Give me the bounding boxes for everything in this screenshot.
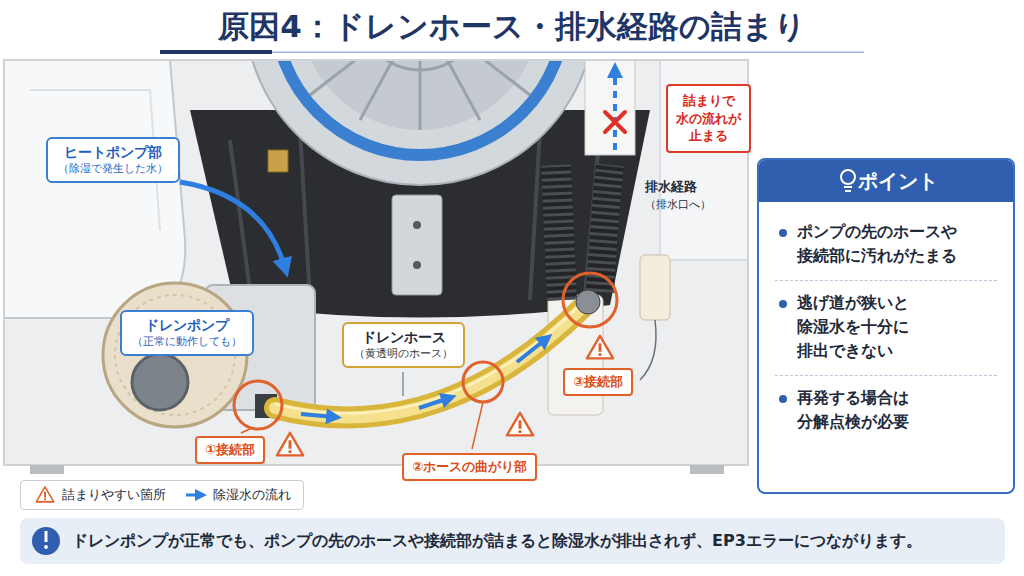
flow-arrow-sample	[186, 494, 201, 497]
flow-arrow	[517, 339, 546, 362]
shape-circle	[413, 261, 421, 269]
caption-bar	[20, 518, 1005, 564]
title-underline-bold	[160, 50, 272, 54]
black-hose	[600, 165, 610, 292]
bulb-icon	[837, 167, 859, 195]
left-duct	[4, 60, 185, 318]
warning-icon	[507, 413, 533, 436]
part-label-box: ドレンホース（黄透明のホース）	[342, 322, 465, 368]
shape-circle	[275, 60, 565, 155]
shape-path	[640, 320, 656, 380]
node-body: （正常に動作しても）	[132, 335, 242, 350]
node-heading: ②ホースの曲がり部	[412, 458, 527, 476]
part-label-box: ドレンポンプ（正常に動作しても）	[120, 310, 254, 356]
route-label: 排水経路	[645, 178, 697, 196]
legend-sample	[184, 485, 208, 505]
foot	[30, 465, 64, 474]
shape-circle	[360, 60, 480, 70]
blockage-ring	[463, 362, 503, 402]
flow-arrow	[180, 182, 285, 268]
brass-fitting	[268, 150, 288, 172]
node-body: 再発する場合は 分解点検が必要	[775, 376, 997, 446]
warning-icon	[277, 433, 303, 456]
shape-path	[556, 165, 562, 300]
callout-box: ①接続部	[195, 436, 265, 464]
info-icon-mark	[45, 531, 48, 542]
shape-path	[844, 187, 852, 191]
point-panel: ポイントポンプの先のホースや 接続部に汚れがたまる逃げ道が狭いと 除湿水を十分に…	[757, 158, 1015, 494]
top-pipe	[585, 60, 635, 155]
black-hose	[556, 165, 562, 300]
leader-line	[241, 428, 252, 433]
callout-box: ②ホースの曲がり部	[402, 453, 537, 481]
leader-line	[402, 372, 404, 396]
node-body: 逃げ道が狭いと 除湿水を十分に 排出できない	[775, 281, 997, 376]
node-heading: ドレンホース	[354, 328, 453, 347]
info-icon-dot	[44, 545, 48, 549]
legend-text: 詰まりやすい箇所	[62, 486, 166, 504]
legend-box: 詰まりやすい箇所 除湿水の流れ	[20, 480, 304, 510]
part-label-box: ヒートポンプ部（除湿で発生した水）	[46, 137, 180, 183]
warning-icon	[587, 336, 613, 359]
small-cylinder	[640, 255, 670, 320]
callout-box: ③接続部	[563, 368, 633, 396]
node-heading: ヒートポンプ部	[58, 143, 168, 162]
blockage-ring	[234, 381, 282, 429]
shape-circle	[132, 354, 188, 410]
node-heading: 詰まりで 水の流れが 止まる	[676, 92, 741, 145]
flow-arrow	[301, 414, 334, 417]
foot	[690, 465, 724, 474]
warning-note-box: 詰まりで 水の流れが 止まる	[666, 84, 751, 153]
cabinet-interior	[4, 60, 748, 465]
warning-icon	[36, 487, 54, 502]
shape-path	[275, 302, 583, 413]
shape-path	[600, 165, 610, 292]
drain-arrow	[613, 70, 617, 150]
node-heading: ドレンポンプ	[132, 316, 242, 335]
legend-item: 除湿水の流れ	[184, 485, 291, 505]
node-heading: ③接続部	[573, 373, 623, 391]
cabinet-outline	[4, 60, 748, 465]
hose-fitting	[576, 290, 600, 314]
info-icon	[32, 527, 60, 555]
node-body: （黄透明のホース）	[354, 347, 453, 362]
node-heading: ポイント	[759, 160, 1013, 202]
blockage-ring	[563, 273, 617, 327]
flow-arrow	[419, 398, 449, 408]
page-title: 原因4：ドレンホース・排水経路の詰まり	[0, 6, 1024, 46]
shape-circle	[413, 221, 421, 229]
blocked-cross	[605, 112, 625, 132]
shape-circle	[841, 170, 855, 184]
legend-item: 詰まりやすい箇所	[33, 485, 166, 505]
title-underline-thin	[272, 52, 864, 54]
caption-text: ドレンポンプが正常でも、ポンプの先のホースや接続部が詰まると除湿水が排出されず、…	[72, 518, 922, 564]
legend-sample	[33, 485, 57, 505]
route-label: （排水口へ）	[645, 197, 711, 212]
legend-text: 除湿水の流れ	[213, 486, 291, 504]
bracket	[392, 195, 442, 295]
node-body: ポンプの先のホースや 接続部に汚れがたまる	[775, 210, 997, 281]
shape-circle	[300, 60, 540, 130]
node-heading: ①接続部	[205, 441, 255, 459]
leader-line	[472, 402, 483, 449]
node-body: （除湿で発生した水）	[58, 162, 168, 177]
